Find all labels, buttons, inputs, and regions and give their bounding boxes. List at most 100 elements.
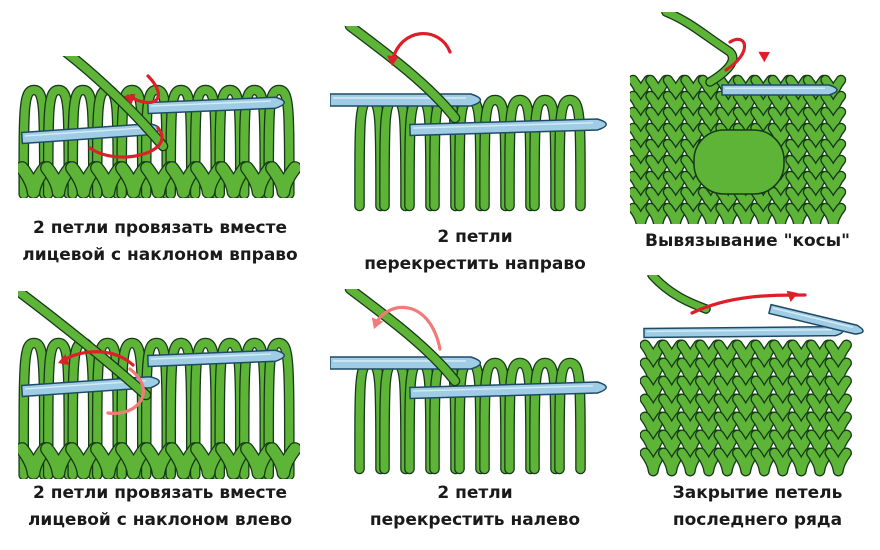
bind-off-illustration (640, 275, 864, 477)
caption-line-2: последнего ряда (672, 510, 843, 530)
direction-arrow-icon (60, 350, 135, 367)
k2tog-left-illustration (18, 291, 300, 479)
fabric-stitch (732, 339, 760, 369)
left-needle-icon (330, 93, 482, 107)
direction-arrow-icon (724, 37, 747, 72)
fabric-stitch (820, 202, 847, 224)
stitch-loop (504, 357, 536, 475)
fabric-stitch (820, 154, 847, 182)
panel-caption: 2 петли провязать вместе лицевой с накло… (0, 480, 320, 534)
fabric-stitch (265, 161, 300, 198)
cable-needle-icon (409, 118, 607, 137)
stitch-loops (354, 357, 586, 475)
stitch-loop (529, 94, 561, 212)
stitch-loop (263, 337, 295, 479)
direction-arrow-icon (88, 126, 164, 159)
fabric-stitch (824, 393, 852, 423)
stitch-loops (354, 94, 586, 212)
fabric-stitch (824, 375, 852, 405)
needle-icon (768, 303, 864, 335)
fabric-stitch (824, 411, 852, 441)
fabric-stitch (824, 429, 852, 459)
caption-line-2: лицевой с наклоном влево (27, 510, 293, 530)
cross-right-illustration (330, 26, 607, 212)
fabric-stitch (265, 442, 300, 479)
working-yarn-icon (344, 289, 461, 387)
caption-line-1: 2 петли (437, 483, 513, 503)
stockinette-fabric-icon (640, 339, 852, 477)
caption-line-1: 2 петли провязать вместе (33, 483, 287, 503)
k2tog-right-illustration (18, 56, 300, 198)
left-needle-icon (146, 96, 285, 115)
left-needle-icon (146, 349, 285, 368)
panel-caption: Вывязывание "косы" (620, 228, 875, 255)
panel-caption: 2 петли перекрестить налево (330, 480, 620, 534)
needle-icon (721, 84, 838, 96)
cable-twist (693, 129, 785, 195)
cable-needle-icon (409, 381, 607, 400)
fabric-stitch (820, 138, 847, 166)
working-yarn-icon (661, 12, 738, 87)
caption-line-2: перекрестить налево (369, 510, 581, 530)
stitch-loop (554, 357, 586, 475)
panel-caption: 2 петли перекрестить направо (330, 224, 620, 278)
caption-line-1: Закрытие петель (672, 483, 843, 503)
direction-arrow-icon (390, 32, 452, 64)
stitch-loop (379, 357, 411, 475)
direction-arrow-icon (374, 305, 442, 351)
stitch-loop (354, 357, 386, 475)
fabric-stitch (820, 90, 847, 118)
stitch-loop (479, 357, 511, 475)
working-yarn-icon (344, 26, 461, 124)
cross-left-illustration (330, 289, 607, 475)
panel-cross-left: 2 петли перекрестить налево (320, 275, 620, 550)
fabric-stitch (820, 170, 847, 198)
panel-k2tog-right: 2 петли провязать вместе лицевой с накло… (0, 0, 320, 275)
fabric-stitch (695, 429, 723, 459)
panel-bind-off: Закрытие петель последнего ряда (620, 275, 880, 550)
stitch-loop (404, 357, 436, 475)
fabric-stitch (750, 106, 777, 134)
stitch-loop (404, 94, 436, 212)
fabric-rows (18, 442, 300, 479)
stitch-loop (529, 357, 561, 475)
fabric-stitch (820, 122, 847, 150)
panel-cross-right: 2 петли перекрестить направо (320, 0, 620, 275)
caption-line-2: лицевой с наклоном вправо (22, 245, 298, 265)
stitch-loop (379, 94, 411, 212)
direction-arrow-icon (106, 367, 145, 415)
fabric-stitch (820, 106, 847, 134)
caption-line-1: Вывязывание "косы" (645, 231, 850, 251)
working-yarn-icon (18, 291, 152, 401)
stitch-loop (354, 94, 386, 212)
caption-line-2: перекрестить направо (364, 254, 586, 274)
fabric-stitch (18, 442, 52, 479)
stitch-loop (454, 94, 486, 212)
stitch-loop (454, 357, 486, 475)
panel-caption: 2 петли провязать вместе лицевой с накло… (0, 215, 320, 269)
direction-arrow-icon (126, 74, 160, 105)
needle-icon (643, 325, 844, 339)
fabric-rows (18, 161, 300, 198)
caption-line-1: 2 петли (437, 227, 513, 247)
panel-k2tog-left: 2 петли провязать вместе лицевой с накло… (0, 275, 320, 550)
fabric-stitch (806, 411, 834, 441)
caption-line-1: 2 петли провязать вместе (33, 218, 287, 238)
fabric-stitch (820, 186, 847, 214)
stitch-loop (479, 94, 511, 212)
fabric-stitch (824, 357, 852, 387)
fabric-stitch (697, 186, 724, 214)
fabric-stitch (680, 74, 707, 102)
working-yarn-icon (647, 275, 711, 314)
left-needle-icon (330, 356, 482, 370)
working-yarn-icon (62, 56, 169, 152)
stitch-loop (554, 94, 586, 212)
stitch-loop (504, 94, 536, 212)
fabric-stitch (824, 339, 852, 369)
stitch-loop (263, 84, 295, 198)
panel-cable: Вывязывание "косы" (620, 0, 880, 275)
cable-illustration (630, 12, 847, 224)
fabric-stitch (824, 447, 852, 477)
panel-caption: Закрытие петель последнего ряда (620, 480, 880, 534)
